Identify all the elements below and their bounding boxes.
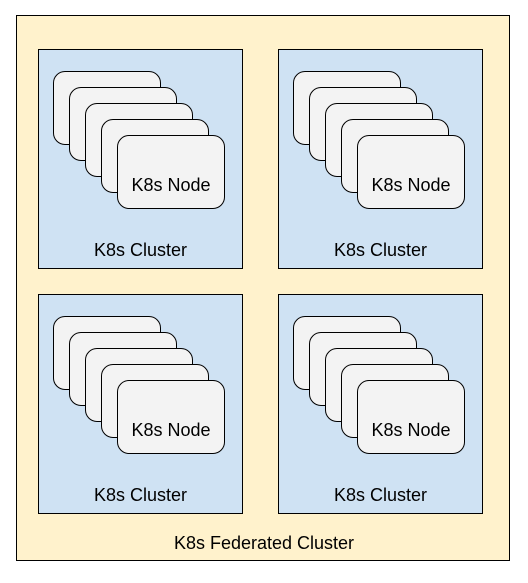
cluster-box: K8s Node K8s Cluster <box>38 294 243 514</box>
cluster-box: K8s Node K8s Cluster <box>278 294 483 514</box>
node-box: K8s Node <box>117 380 225 454</box>
node-label: K8s Node <box>131 175 211 195</box>
node-label: K8s Node <box>371 420 451 440</box>
cluster-label: K8s Cluster <box>333 485 428 505</box>
node-box: K8s Node <box>117 135 225 209</box>
cluster-box: K8s Node K8s Cluster <box>278 49 483 269</box>
node-box: K8s Node <box>357 135 465 209</box>
node-label: K8s Node <box>371 175 451 195</box>
node-label: K8s Node <box>131 420 211 440</box>
cluster-label: K8s Cluster <box>93 240 188 260</box>
cluster-label: K8s Cluster <box>333 240 428 260</box>
cluster-label: K8s Cluster <box>93 485 188 505</box>
cluster-box: K8s Node K8s Cluster <box>38 49 243 269</box>
node-box: K8s Node <box>357 380 465 454</box>
federated-cluster-label: K8s Federated Cluster <box>173 533 355 553</box>
